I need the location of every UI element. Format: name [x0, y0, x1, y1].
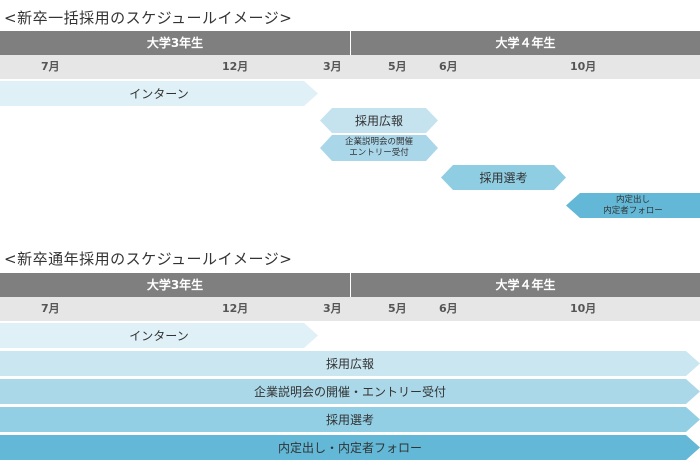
step-label: 内定者フォロー	[603, 205, 663, 216]
step-label: 採用選考	[325, 413, 374, 427]
month-label: 12月	[222, 302, 249, 315]
month-label: 6月	[439, 60, 458, 73]
step-label: 内定出し・内定者フォロー	[277, 441, 422, 455]
year-divider	[350, 273, 351, 297]
step-label: 企業説明会の開催	[344, 137, 413, 147]
section2-title: <新卒通年採用のスケジュールイメージ>	[4, 250, 293, 268]
step-label: インターン	[129, 329, 189, 343]
step-label: 採用広報	[325, 357, 374, 371]
month-label: 3月	[323, 60, 342, 73]
step-selection: 採用選考	[0, 407, 700, 432]
month-label: 7月	[41, 302, 60, 315]
section1-month-row: 7月 12月 3月 5月 6月 10月	[0, 55, 700, 79]
month-label: 12月	[222, 60, 249, 73]
step-label: 採用選考	[479, 171, 528, 185]
section2-year-header: 大学3年生 大学４年生	[0, 273, 700, 297]
step-info-session: 企業説明会の開催・エントリー受付	[0, 379, 700, 404]
step-label: エントリー受付	[349, 148, 409, 158]
month-label: 5月	[388, 60, 407, 73]
section1-year-header: 大学3年生 大学４年生	[0, 31, 700, 55]
year4-label: 大学４年生	[495, 36, 556, 50]
section1-title: <新卒一括採用のスケジュールイメージ>	[4, 9, 293, 27]
month-label: 10月	[570, 302, 597, 315]
month-label: 7月	[41, 60, 60, 73]
step-internship: インターン	[0, 323, 318, 348]
step-info-session: 企業説明会の開催 エントリー受付	[320, 135, 438, 161]
step-label: インターン	[129, 87, 189, 101]
step-offer: 内定出し・内定者フォロー	[0, 435, 700, 460]
month-label: 6月	[439, 302, 458, 315]
step-label: 採用広報	[354, 114, 403, 128]
year4-label: 大学４年生	[495, 278, 556, 292]
step-internship: インターン	[0, 81, 318, 106]
year-divider	[350, 31, 351, 55]
month-label: 3月	[323, 302, 342, 315]
step-selection: 採用選考	[441, 165, 566, 190]
year3-label: 大学3年生	[146, 36, 204, 50]
step-label: 内定出し	[615, 194, 650, 205]
step-offer: 内定出し 内定者フォロー	[566, 193, 700, 218]
step-recruiting-pr: 採用広報	[320, 108, 438, 133]
year3-label: 大学3年生	[146, 278, 204, 292]
month-label: 5月	[388, 302, 407, 315]
step-recruiting-pr: 採用広報	[0, 351, 700, 376]
month-label: 10月	[570, 60, 597, 73]
section2-month-row: 7月 12月 3月 5月 6月 10月	[0, 297, 700, 321]
step-label: 企業説明会の開催・エントリー受付	[253, 385, 446, 399]
